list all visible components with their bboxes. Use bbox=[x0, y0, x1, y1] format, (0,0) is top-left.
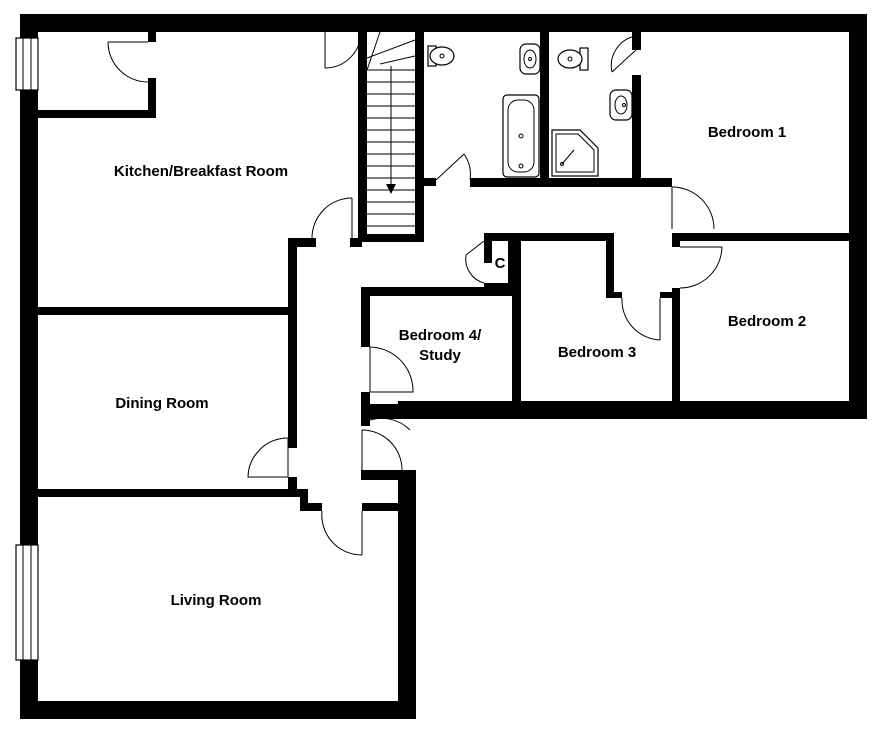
toilet-ensuite bbox=[557, 47, 589, 71]
basin-ensuite bbox=[609, 89, 633, 121]
room-label-kitchen: Kitchen/Breakfast Room bbox=[113, 163, 289, 180]
room-label-bedroom-3: Bedroom 3 bbox=[557, 344, 637, 361]
shower bbox=[551, 129, 599, 177]
exterior-walls bbox=[20, 14, 867, 719]
bath bbox=[502, 94, 540, 178]
room-label-bedroom-2: Bedroom 2 bbox=[727, 313, 807, 330]
room-label-cupboard: C bbox=[494, 255, 506, 272]
basin-bathroom bbox=[519, 43, 541, 75]
interior-walls bbox=[38, 32, 849, 511]
doors bbox=[107, 31, 723, 556]
room-label-bedroom-1: Bedroom 1 bbox=[707, 124, 787, 141]
room-label-bedroom-4: Bedroom 4/ bbox=[398, 327, 482, 344]
room-label-dining: Dining Room bbox=[115, 395, 209, 412]
room-label-study: Study bbox=[419, 347, 461, 364]
toilet-landing bbox=[427, 45, 455, 67]
room-label-living: Living Room bbox=[170, 592, 262, 609]
staircase bbox=[366, 31, 416, 234]
window-living bbox=[15, 544, 39, 661]
window-kitchen bbox=[15, 37, 39, 91]
